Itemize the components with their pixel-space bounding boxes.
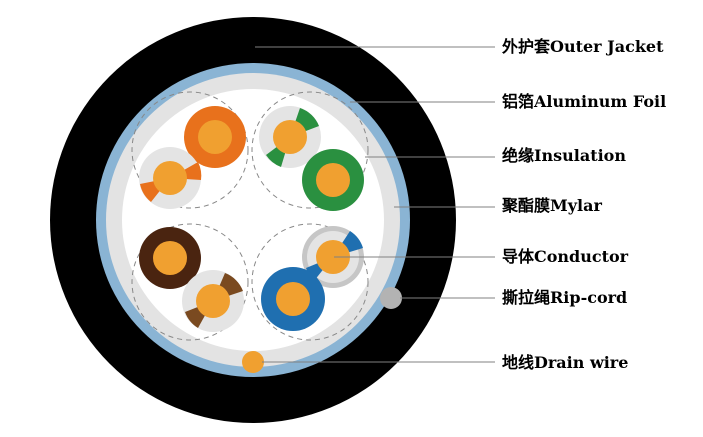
green-pair bbox=[259, 106, 364, 211]
rip-cord bbox=[380, 287, 402, 309]
label-drain-wire: 地线Drain wire bbox=[502, 353, 628, 372]
label-mylar: 聚酯膜Mylar bbox=[501, 196, 602, 215]
blue-pair bbox=[261, 226, 364, 331]
orange-solid-conductor bbox=[198, 120, 232, 154]
pair-outline-green bbox=[251, 91, 369, 209]
pair-outlines bbox=[131, 91, 369, 341]
label-outer-jacket: 外护套Outer Jacket bbox=[501, 37, 664, 56]
label-rip-cord: 撕拉绳Rip-cord bbox=[502, 288, 627, 307]
pair-outline-orange bbox=[131, 91, 249, 209]
blue-white-conductor bbox=[316, 240, 350, 274]
orange-white-conductor bbox=[153, 161, 187, 195]
blue-solid-conductor bbox=[276, 282, 310, 316]
cable-core bbox=[122, 89, 384, 351]
brown-pair bbox=[139, 227, 244, 332]
pair-outline-brown bbox=[131, 223, 249, 341]
orange-pair bbox=[139, 106, 246, 209]
label-aluminum-foil: 铝箔Aluminum Foil bbox=[502, 92, 666, 111]
leader-lines bbox=[255, 46, 495, 363]
drain-wire bbox=[242, 351, 264, 373]
pair-outline-blue bbox=[251, 223, 369, 341]
label-conductor: 导体Conductor bbox=[502, 247, 629, 266]
green-white-conductor bbox=[273, 120, 307, 154]
brown-white-conductor bbox=[196, 284, 230, 318]
label-insulation: 绝缘Insulation bbox=[502, 146, 626, 165]
green-solid-conductor bbox=[316, 163, 350, 197]
brown-solid-conductor bbox=[153, 241, 187, 275]
